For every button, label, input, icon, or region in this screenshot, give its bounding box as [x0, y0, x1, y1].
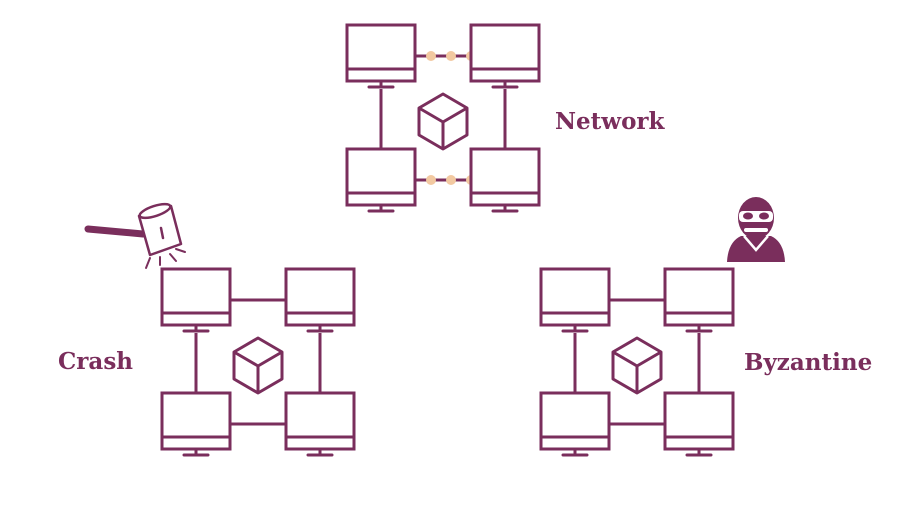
- link-dot: [426, 51, 436, 61]
- crash-cluster: [160, 267, 356, 457]
- cube-icon: [417, 92, 469, 151]
- link-dot: [446, 51, 456, 61]
- network-cluster: [345, 23, 541, 213]
- monitor-icon: [284, 267, 356, 333]
- link-dot: [446, 175, 456, 185]
- crash-label: Crash: [58, 348, 133, 375]
- masked-thief-icon: [727, 197, 785, 262]
- monitor-icon: [663, 267, 735, 333]
- monitor-icon: [160, 391, 232, 457]
- monitor-icon: [539, 391, 611, 457]
- monitor-icon: [345, 23, 417, 89]
- cube-icon: [611, 336, 663, 395]
- cube-icon: [232, 336, 284, 395]
- monitor-icon: [539, 267, 611, 333]
- byzantine-label: Byzantine: [744, 349, 873, 376]
- byzantine-cluster: [539, 267, 735, 457]
- link-dot: [426, 175, 436, 185]
- monitor-icon: [345, 147, 417, 213]
- monitor-icon: [284, 391, 356, 457]
- monitor-icon: [469, 23, 541, 89]
- network-label: Network: [555, 108, 665, 135]
- hammer-icon: [84, 202, 186, 269]
- monitor-icon: [160, 267, 232, 333]
- monitor-icon: [663, 391, 735, 457]
- monitor-icon: [469, 147, 541, 213]
